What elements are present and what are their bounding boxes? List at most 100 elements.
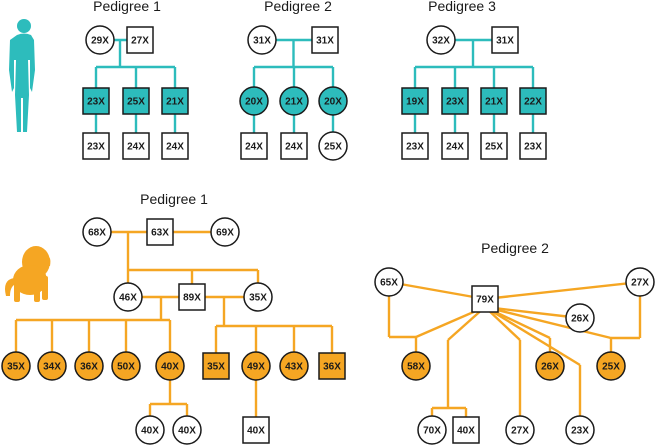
- node-label: 40X: [247, 426, 265, 437]
- male-node: 40X: [452, 416, 480, 444]
- male-node: 21X: [480, 87, 508, 115]
- node-label: 25X: [485, 142, 503, 153]
- node-label: 24X: [446, 142, 464, 153]
- female-node: 27X: [625, 267, 655, 297]
- node-label: 31X: [253, 36, 271, 47]
- node-label: 23X: [87, 142, 105, 153]
- node-label: 40X: [178, 426, 196, 437]
- female-node: 20X: [239, 86, 269, 116]
- node-label: 40X: [457, 426, 475, 437]
- node-label: 65X: [380, 278, 398, 289]
- node-label: 49X: [247, 362, 265, 373]
- pedigree-title: Pedigree 2: [264, 0, 332, 14]
- node-label: 89X: [183, 293, 201, 304]
- male-node: 23X: [82, 132, 110, 160]
- node-label: 35X: [207, 362, 225, 373]
- node-label: 43X: [285, 362, 303, 373]
- pedigree-title: Pedigree 1: [140, 191, 208, 207]
- male-node: 31X: [311, 26, 339, 54]
- node-label: 31X: [316, 36, 334, 47]
- female-node: 21X: [279, 86, 309, 116]
- connector-line: [484, 305, 612, 340]
- male-node: 25X: [122, 87, 150, 115]
- female-node: 70X: [417, 415, 447, 445]
- female-node: 69X: [210, 217, 240, 247]
- node-label: 24X: [285, 142, 303, 153]
- female-node: 40X: [155, 351, 185, 381]
- node-label: 21X: [485, 97, 503, 108]
- node-label: 34X: [43, 362, 61, 373]
- node-label: 32X: [432, 36, 450, 47]
- node-label: 25X: [324, 142, 342, 153]
- female-node: 20X: [318, 86, 348, 116]
- male-node: 23X: [82, 87, 110, 115]
- node-label: 26X: [541, 362, 559, 373]
- female-node: 35X: [1, 351, 31, 381]
- female-node: 34X: [37, 351, 67, 381]
- female-node: 29X: [85, 25, 115, 55]
- node-label: 26X: [571, 314, 589, 325]
- pedigree-title: Pedigree 3: [428, 0, 496, 14]
- node-label: 20X: [324, 97, 342, 108]
- node-label: 23X: [406, 142, 424, 153]
- pedigree-titles: Pedigree 1 Pedigree 2 Pedigree 3 Pedigree 1…: [93, 0, 549, 256]
- female-node: 40X: [172, 415, 202, 445]
- male-node: 19X: [401, 87, 429, 115]
- male-node: 35X: [202, 352, 230, 380]
- female-node: 27X: [505, 415, 535, 445]
- node-label: 24X: [127, 142, 145, 153]
- node-label: 46X: [119, 293, 137, 304]
- female-node: 68X: [82, 217, 112, 247]
- male-node: 23X: [401, 132, 429, 160]
- node-label: 27X: [511, 426, 529, 437]
- pedigree-title: Pedigree 2: [481, 240, 549, 256]
- connector-line: [484, 305, 581, 367]
- male-node: 21X: [161, 87, 189, 115]
- node-label: 58X: [407, 362, 425, 373]
- male-node: 24X: [122, 132, 150, 160]
- node-label: 21X: [285, 97, 303, 108]
- node-label: 24X: [245, 142, 263, 153]
- node-label: 22X: [524, 97, 542, 108]
- female-node: 40X: [135, 415, 165, 445]
- node-label: 35X: [249, 293, 267, 304]
- pedigree-title: Pedigree 1: [93, 0, 161, 14]
- node-label: 40X: [141, 426, 159, 437]
- human-silhouette-icon: [9, 19, 35, 132]
- male-node: 36X: [318, 352, 346, 380]
- node-label: 35X: [7, 362, 25, 373]
- male-node: 89X: [178, 283, 206, 311]
- female-node: 46X: [113, 282, 143, 312]
- male-node: 63X: [146, 218, 174, 246]
- male-node: 24X: [280, 132, 308, 160]
- node-label: 20X: [245, 97, 263, 108]
- node-label: 29X: [91, 36, 109, 47]
- node-label: 36X: [80, 362, 98, 373]
- female-node: 25X: [596, 351, 626, 381]
- node-label: 69X: [216, 228, 234, 239]
- female-node: 58X: [401, 351, 431, 381]
- node-label: 31X: [496, 36, 514, 47]
- node-label: 27X: [131, 36, 149, 47]
- node-label: 50X: [117, 362, 135, 373]
- node-label: 63X: [151, 228, 169, 239]
- node-label: 23X: [87, 97, 105, 108]
- connector-line: [388, 280, 486, 301]
- female-node: 31X: [247, 25, 277, 55]
- pedigree-nodes: 29X 27X 23X 23X 25X 24X 21X 24X 31X 31X 20X 24X 21X 2…: [1, 25, 655, 445]
- node-label: 36X: [323, 362, 341, 373]
- connector-line: [484, 280, 641, 301]
- female-node: 65X: [374, 267, 404, 297]
- male-node: 23X: [519, 132, 547, 160]
- node-label: 23X: [446, 97, 464, 108]
- female-node: 26X: [535, 351, 565, 381]
- female-node: 50X: [111, 351, 141, 381]
- male-node: 24X: [441, 132, 469, 160]
- node-label: 24X: [166, 142, 184, 153]
- node-label: 23X: [524, 142, 542, 153]
- node-label: 25X: [602, 362, 620, 373]
- female-node: 23X: [565, 415, 595, 445]
- connector-line: [484, 305, 581, 320]
- male-node: 31X: [491, 26, 519, 54]
